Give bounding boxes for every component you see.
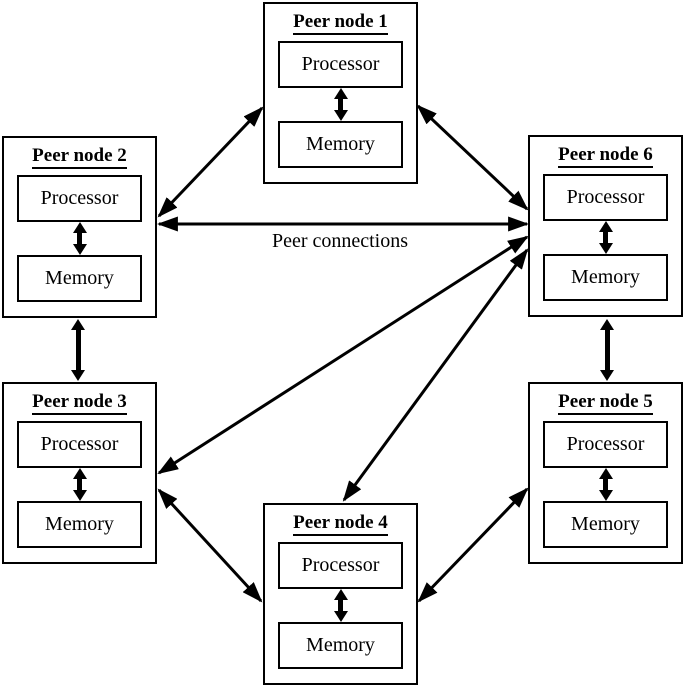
memory-label: Memory: [45, 267, 114, 289]
processor-memory-arrow: [72, 468, 87, 501]
peer-node-3-processor-box: Processor: [17, 421, 142, 468]
peer-node-6-processor-box: Processor: [543, 174, 668, 221]
processor-memory-arrow: [598, 221, 613, 254]
peer-node-2: Peer node 2 Processor Memory: [2, 136, 157, 318]
processor-memory-arrow: [333, 589, 348, 622]
connection-node6-node5-arrow: [600, 319, 614, 381]
processor-label: Processor: [566, 186, 645, 208]
connection-node3-node4-arrow: [157, 488, 263, 603]
processor-label: Processor: [301, 554, 380, 576]
processor-label: Processor: [40, 433, 119, 455]
processor-label: Processor: [40, 187, 119, 209]
processor-memory-arrow: [333, 88, 348, 121]
memory-label: Memory: [571, 266, 640, 288]
peer-node-5-memory-box: Memory: [543, 501, 668, 548]
peer-node-5: Peer node 5 Processor Memory: [528, 382, 683, 564]
peer-node-2-memory-box: Memory: [17, 255, 142, 302]
peer-node-6: Peer node 6 Processor Memory: [528, 135, 683, 317]
peer-node-1: Peer node 1 Processor Memory: [263, 2, 418, 184]
peer-node-6-title: Peer node 6: [530, 143, 681, 168]
peer-node-3-memory-box: Memory: [17, 501, 142, 548]
connection-node4-node6-arrow: [342, 248, 529, 502]
connection-node2-node3-arrow: [71, 319, 85, 381]
peer-node-3: Peer node 3 Processor Memory: [2, 382, 157, 564]
processor-memory-arrow: [598, 468, 613, 501]
processor-label: Processor: [566, 433, 645, 455]
peer-node-2-title: Peer node 2: [4, 144, 155, 169]
peer-node-4: Peer node 4 Processor Memory: [263, 503, 418, 685]
peer-node-1-title: Peer node 1: [265, 10, 416, 35]
peer-node-3-title: Peer node 3: [4, 390, 155, 415]
memory-label: Memory: [571, 513, 640, 535]
peer-node-4-title: Peer node 4: [265, 511, 416, 536]
peer-node-2-processor-box: Processor: [17, 175, 142, 222]
processor-memory-arrow: [72, 222, 87, 255]
peer-node-6-memory-box: Memory: [543, 254, 668, 301]
peer-connections-label: Peer connections: [271, 230, 409, 252]
connection-node4-node5-arrow: [417, 487, 529, 603]
peer-node-1-memory-box: Memory: [278, 121, 403, 168]
peer-node-5-title: Peer node 5: [530, 390, 681, 415]
peer-node-4-memory-box: Memory: [278, 622, 403, 669]
peer-node-1-processor-box: Processor: [278, 41, 403, 88]
connection-node1-node2-arrow: [157, 106, 264, 218]
connection-node1-node6-arrow: [416, 104, 529, 211]
peer-node-5-processor-box: Processor: [543, 421, 668, 468]
memory-label: Memory: [45, 513, 114, 535]
memory-label: Memory: [306, 634, 375, 656]
processor-label: Processor: [301, 53, 380, 75]
connection-node3-node6-arrow: [157, 235, 529, 475]
memory-label: Memory: [306, 133, 375, 155]
peer-node-4-processor-box: Processor: [278, 542, 403, 589]
